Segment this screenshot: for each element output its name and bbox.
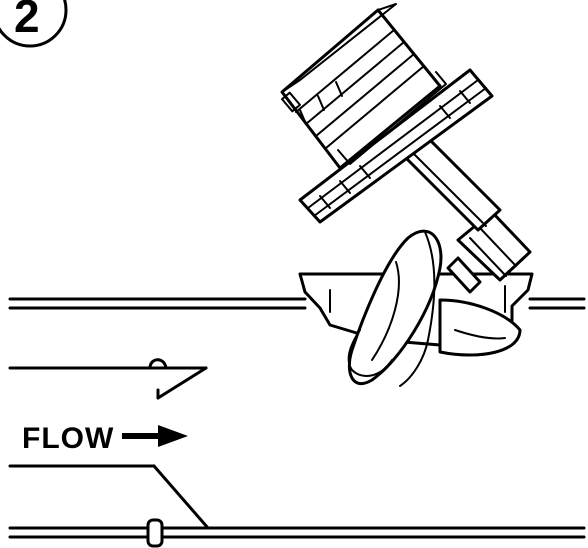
flow-indicator: FLOW [22, 422, 188, 455]
lower-flange [298, 68, 494, 224]
flow-arrow-icon [122, 425, 188, 447]
pipe-bottom-wall [8, 464, 586, 548]
impeller-mixer [347, 229, 522, 387]
step-number-badge: 2 [0, 0, 68, 48]
step-number: 2 [14, 0, 40, 42]
motor-drive [280, 3, 447, 170]
baffle-plate [8, 358, 208, 400]
pipe-fitting [146, 518, 164, 548]
pipe-top-wall [8, 297, 586, 310]
flow-label: FLOW [22, 422, 114, 455]
